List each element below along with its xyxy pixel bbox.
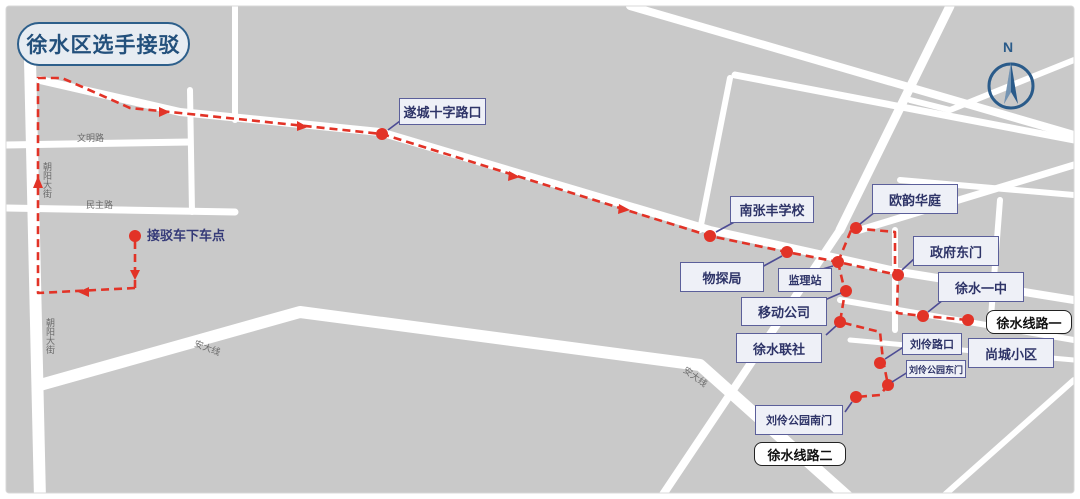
stop-label-suicheng[interactable]: 遂城十字路口 <box>399 98 486 125</box>
stop-dot-xushui-yizhong[interactable] <box>917 310 929 322</box>
route-arrow-6 <box>508 171 520 181</box>
road-label-minzhu: 民主路 <box>86 201 114 211</box>
road-label-wenming: 文明路 <box>77 134 105 144</box>
compass-icon <box>987 62 1035 110</box>
route-arrow-2 <box>130 270 140 280</box>
stop-dot-liulingkou[interactable] <box>874 357 886 369</box>
stop-label-yidong[interactable]: 移动公司 <box>741 297 827 326</box>
stop-dot-liulingdong[interactable] <box>882 379 894 391</box>
stop-label-dropoff[interactable]: 接驳车下车点 <box>147 229 226 244</box>
stop-dot-wutanju[interactable] <box>781 246 793 258</box>
stop-label-ouyun[interactable]: 欧韵华庭 <box>872 184 958 214</box>
route-arrow-3 <box>78 287 89 297</box>
stop-label-zhengfu[interactable]: 政府东门 <box>913 236 999 266</box>
route-arrow-5 <box>297 121 308 131</box>
stop-dot-jianlizhan[interactable] <box>832 256 844 268</box>
stop-dot-dropoff[interactable] <box>129 230 141 242</box>
route-line-1 <box>36 76 969 399</box>
stop-label-lianshe[interactable]: 徐水联社 <box>736 333 822 363</box>
stop-label-jianlizhan[interactable]: 监理站 <box>778 268 832 292</box>
route-arrows <box>33 107 630 297</box>
stop-dot-ouyun[interactable] <box>850 222 862 234</box>
stop-dot-shangcheng[interactable] <box>962 314 974 326</box>
stop-dot-lianshe[interactable] <box>834 316 846 328</box>
stop-label-liulingdong[interactable]: 刘伶公园东门 <box>906 360 966 378</box>
road-label-chaoyang-top: 朝阳大街 <box>41 162 51 198</box>
stop-label-shangcheng[interactable]: 尚城小区 <box>968 338 1054 368</box>
stop-label-liulingkou[interactable]: 刘伶路口 <box>902 333 962 355</box>
stop-label-liulingnan[interactable]: 刘伶公园南门 <box>755 405 843 435</box>
stop-dot-zhengfu[interactable] <box>892 269 904 281</box>
route-arrow-4 <box>159 107 170 117</box>
map-frame <box>5 5 1075 494</box>
stop-dot-suicheng[interactable] <box>376 128 388 140</box>
stop-label-xushui-yizhong[interactable]: 徐水一中 <box>938 272 1024 302</box>
stop-dot-yidong[interactable] <box>840 285 852 297</box>
road-label-chaoyang-bottom: 朝阳大街 <box>44 318 54 354</box>
stop-label-nanzhangfeng[interactable]: 南张丰学校 <box>730 196 814 223</box>
stop-dot-nanzhangfeng[interactable] <box>704 230 716 242</box>
map-title: 徐水区选手接驳 <box>17 22 190 66</box>
stop-dot-liulingnan[interactable] <box>850 391 862 403</box>
route-tag-1[interactable]: 徐水线路一 <box>986 310 1072 334</box>
compass-north-label: N <box>1003 39 1014 55</box>
stop-markers <box>129 128 974 403</box>
route-arrow-1 <box>33 176 43 188</box>
route-tag-2[interactable]: 徐水线路二 <box>754 442 846 466</box>
route-arrow-7 <box>618 204 630 214</box>
stop-label-wutanju[interactable]: 物探局 <box>680 262 764 292</box>
